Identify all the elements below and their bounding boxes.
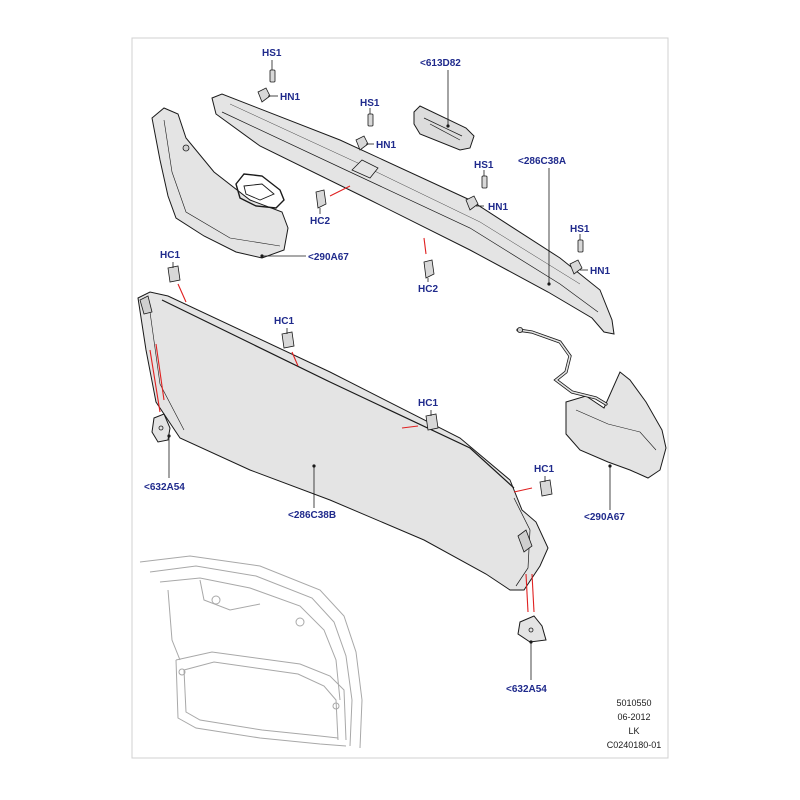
callout-hc1-c: HC1 [418, 398, 438, 409]
callout-hn1-d: HN1 [590, 266, 610, 277]
figure-meta: 5010550 06-2012 LK C0240180-01 [607, 698, 662, 750]
top-bracket-part [413, 105, 475, 151]
upper-shelf-panel [211, 93, 615, 335]
lower-shelf-panel [137, 291, 549, 591]
leader-lines [168, 60, 611, 680]
meta-ref-number: 5010550 [616, 698, 651, 708]
callout-hc2-b: HC2 [418, 284, 438, 295]
callout-part-286c38a: <286C38A [518, 156, 566, 167]
callout-part-286c38b: <286C38B [288, 510, 336, 521]
callout-hc2-a: HC2 [310, 216, 330, 227]
callout-labels: HS1 HN1 HS1 HN1 HS1 HN1 HS1 HN1 HC2 HC2 … [144, 48, 625, 695]
meta-author: LK [628, 726, 639, 736]
callout-part-632a54-right: <632A54 [506, 684, 547, 695]
right-side-panel [516, 326, 667, 479]
callout-part-290a67-right: <290A67 [584, 512, 625, 523]
callout-part-632a54-left: <632A54 [144, 482, 185, 493]
callout-hc1-d: HC1 [534, 464, 554, 475]
callout-hn1-a: HN1 [280, 92, 300, 103]
drawing-frame [131, 37, 669, 759]
meta-date: 06-2012 [617, 712, 650, 722]
callout-part-290a67-left: <290A67 [308, 252, 349, 263]
callout-part-613d82: <613D82 [420, 58, 461, 69]
right-clip-part [517, 615, 547, 644]
callout-hc1-a: HC1 [160, 250, 180, 261]
callout-hs1-a: HS1 [262, 48, 282, 59]
callout-hn1-b: HN1 [376, 140, 396, 151]
callout-hs1-d: HS1 [570, 224, 590, 235]
callout-hs1-b: HS1 [360, 98, 380, 109]
callout-hn1-c: HN1 [488, 202, 508, 213]
left-clip-part [151, 413, 171, 443]
callout-hs1-c: HS1 [474, 160, 494, 171]
left-side-panel [151, 107, 289, 259]
fasteners [167, 69, 584, 497]
assembly-arrows [149, 185, 535, 613]
callout-hc1-b: HC1 [274, 316, 294, 327]
tailgate-outline-ghost [139, 555, 363, 749]
meta-figure-code: C0240180-01 [607, 740, 662, 750]
